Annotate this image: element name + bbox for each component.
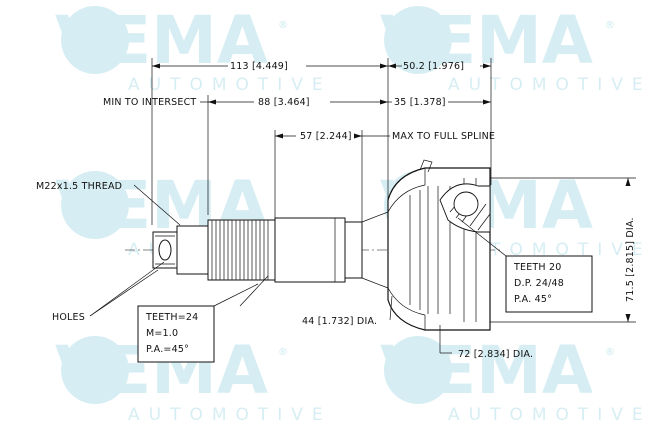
watermark-registered: ® bbox=[605, 347, 615, 358]
shaft-body bbox=[274, 217, 346, 283]
cross-hole bbox=[158, 239, 172, 261]
watermark-registered: ® bbox=[605, 20, 615, 31]
watermark-top-right: VEMA ® AUTOMOTIVE bbox=[380, 2, 650, 95]
label-max-to-full-spline: MAX TO FULL SPLINE bbox=[392, 131, 495, 142]
dim-35: 35 [1.378] bbox=[394, 97, 446, 108]
watermark-logo-circle bbox=[384, 336, 452, 404]
watermark-logo-circle bbox=[61, 171, 129, 239]
dim-intersect-length: 88 [3.464] bbox=[258, 97, 310, 108]
housing-dp: D.P. 24/48 bbox=[514, 278, 564, 289]
threaded-tip bbox=[152, 231, 178, 269]
watermark-sub: AUTOMOTIVE bbox=[128, 75, 332, 95]
shaft-teeth: TEETH=24 bbox=[145, 312, 198, 323]
leader-lines bbox=[89, 184, 507, 354]
watermark-top-left: VEMA ® AUTOMOTIVE bbox=[55, 2, 332, 95]
extension-lines bbox=[151, 58, 636, 323]
label-min-to-intersect: MIN TO INTERSECT bbox=[103, 97, 196, 108]
bell-housing bbox=[387, 159, 491, 331]
watermark-sub: AUTOMOTIVE bbox=[448, 240, 650, 260]
label-thread: M22x1.5 THREAD bbox=[36, 181, 122, 192]
shaft-spline bbox=[207, 219, 276, 281]
dim-spline-length: 57 [2.244] bbox=[300, 131, 352, 142]
spline-teeth bbox=[211, 220, 269, 280]
shaft-spec-box: TEETH=24 M=1.0 P.A.=45° bbox=[137, 305, 215, 363]
housing-teeth: TEETH 20 bbox=[513, 262, 561, 273]
watermark-brand: VEMA bbox=[380, 332, 593, 409]
shaft-collar bbox=[344, 221, 363, 279]
dim-collar-dia: 44 [1.732] DIA. bbox=[302, 316, 377, 327]
watermark-sub: AUTOMOTIVE bbox=[448, 405, 650, 425]
watermark-sub: AUTOMOTIVE bbox=[128, 405, 332, 425]
watermark-logo-circle bbox=[61, 6, 129, 74]
watermark-logo-circle bbox=[61, 336, 129, 404]
watermark-bottom-right: VEMA ® AUTOMOTIVE bbox=[380, 332, 650, 425]
dim-outer-dia: 71.5 [2.815] DIA. bbox=[625, 217, 636, 302]
dim-overall-length: 113 [4.449] bbox=[230, 61, 288, 72]
dim-housing-dia: 72 [2.834] DIA. bbox=[458, 349, 533, 360]
ball-bearing bbox=[453, 191, 479, 217]
watermark-sub: AUTOMOTIVE bbox=[448, 75, 650, 95]
shaft-pressure-angle: P.A.=45° bbox=[146, 344, 189, 355]
housing-spec-box: TEETH 20 D.P. 24/48 P.A. 45° bbox=[505, 255, 593, 313]
housing-lug bbox=[419, 159, 433, 173]
dim-housing-length: 50.2 [1.976] bbox=[403, 61, 464, 72]
dimension-lines bbox=[152, 63, 631, 322]
label-holes: HOLES bbox=[52, 312, 85, 323]
watermark-registered: ® bbox=[278, 347, 288, 358]
watermark-registered: ® bbox=[278, 20, 288, 31]
housing-pressure-angle: P.A. 45° bbox=[514, 294, 552, 305]
shaft-neck bbox=[176, 225, 209, 275]
watermark-logo-circle bbox=[384, 6, 452, 74]
shaft-module: M=1.0 bbox=[146, 328, 178, 339]
stub-shaft bbox=[152, 211, 389, 289]
